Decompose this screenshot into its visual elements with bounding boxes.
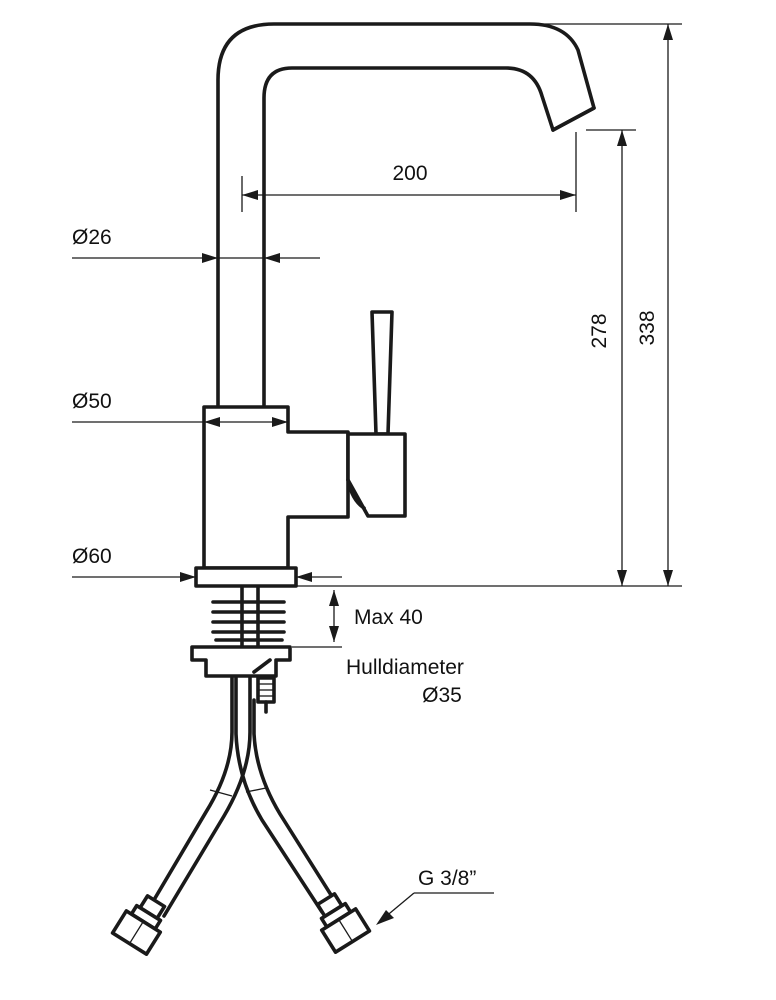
label-diameter-60: Ø60 — [72, 545, 112, 568]
thread-callout: G 3/8” — [376, 867, 494, 925]
label-height-278: 278 — [588, 313, 611, 348]
mounting-stud — [190, 585, 292, 714]
base-plate — [194, 566, 298, 588]
supply-hoses — [146, 676, 340, 918]
dimension-diameter-50: Ø50 — [72, 390, 288, 427]
hose-connector-right — [315, 892, 372, 954]
hose-connector-left — [110, 894, 167, 956]
label-diameter-26: Ø26 — [72, 226, 112, 249]
label-reach-200: 200 — [392, 162, 427, 185]
dimension-reach-200: 200 — [241, 132, 577, 212]
label-hole-diameter: Ø35 — [422, 684, 462, 707]
dimension-diameter-26: Ø26 — [72, 226, 320, 263]
dimension-height-338: 338 — [296, 23, 682, 587]
label-hole-title: Hulldiameter — [346, 656, 464, 679]
label-thread: G 3/8” — [418, 867, 476, 890]
lever-handle — [346, 310, 407, 518]
dimension-max-40: Max 40 — [292, 590, 423, 648]
label-max-40: Max 40 — [354, 606, 423, 629]
hole-diameter-note: Hulldiameter Ø35 — [346, 656, 464, 707]
dimension-height-278: 278 — [586, 129, 636, 586]
dimension-diameter-60: Ø60 — [72, 545, 342, 582]
label-height-338: 338 — [636, 310, 659, 345]
label-diameter-50: Ø50 — [72, 390, 112, 413]
faucet-body — [202, 405, 350, 570]
faucet-spout — [216, 22, 596, 407]
